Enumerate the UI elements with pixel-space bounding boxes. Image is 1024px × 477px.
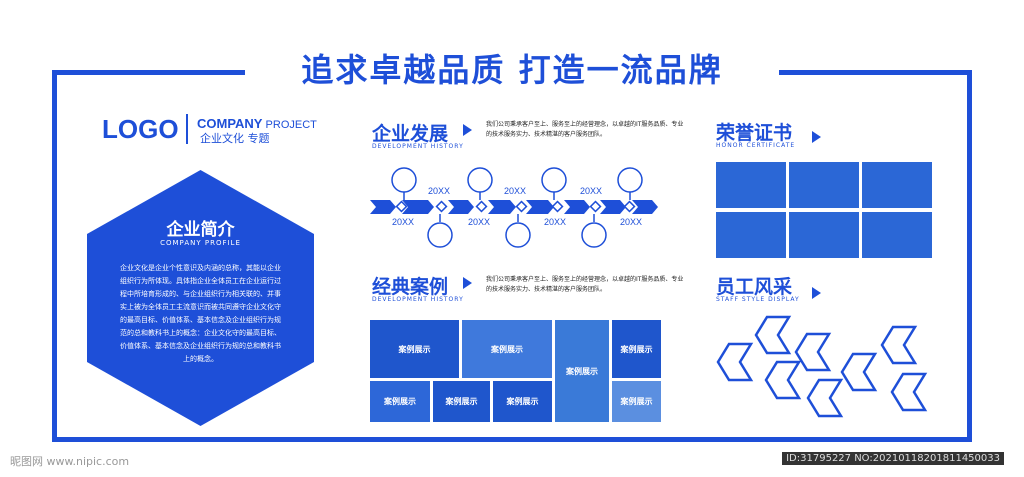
timeline-node — [623, 200, 636, 213]
timeline-arrow — [564, 200, 590, 214]
project-label: PROJECT — [262, 119, 317, 131]
timeline-circle — [617, 167, 643, 193]
timeline-node — [515, 200, 528, 213]
arrow-icon — [812, 287, 821, 299]
timeline-node — [395, 200, 408, 213]
logo-divider — [186, 114, 188, 144]
profile-subtitle: COMPANY PROFILE — [160, 239, 241, 247]
certificate-frame — [789, 162, 859, 208]
timeline-circle — [467, 167, 493, 193]
page-title: 追求卓越品质 打造一流品牌 — [245, 48, 779, 92]
company-project: COMPANY PROJECT — [197, 116, 317, 131]
timeline-node — [551, 200, 564, 213]
staff-subtitle: STAFF STYLE DISPLAY — [716, 296, 800, 303]
timeline-arrows — [370, 200, 658, 214]
staff-photo-frame — [880, 325, 918, 365]
timeline-labels: 20XX 20XX 20XX 20XX 20XX 20XX 20XX — [392, 186, 642, 227]
timeline-arrow — [402, 200, 434, 214]
certificate-frame — [862, 162, 932, 208]
cases-title: 经典案例 — [372, 276, 449, 298]
timeline-arrow — [632, 200, 658, 214]
case-tile[interactable]: 案例展示 — [612, 381, 661, 422]
staff-photo-frame — [794, 332, 832, 372]
timeline-node — [589, 200, 602, 213]
certificate-frame — [716, 162, 786, 208]
year-label: 20XX — [504, 186, 526, 196]
year-label: 20XX — [544, 217, 566, 227]
timeline-arrow — [600, 200, 626, 214]
case-tile[interactable]: 案例展示 — [493, 381, 552, 422]
certificate-frame — [862, 212, 932, 258]
profile-text: 企业文化是企业个性意识及内涵的总称，其能以企业组织行为所体现。具体指企业全体员工… — [120, 264, 281, 363]
staff-photo-frame — [890, 372, 928, 412]
staff-photo-frame — [754, 315, 792, 355]
timeline-arrow — [488, 200, 516, 214]
staff-photo-frame — [716, 342, 754, 382]
staff-photo-frame — [806, 378, 844, 418]
certificate-frame — [716, 212, 786, 258]
staff-photo-frame — [840, 352, 878, 392]
profile-title: 企业简介 — [166, 220, 235, 240]
company-label: COMPANY — [197, 116, 263, 131]
timeline-node — [435, 200, 448, 213]
development-subtitle: DEVELOPMENT HISTORY — [372, 143, 464, 150]
development-description: 我们公司秉承客户至上、服务至上的经营理念，以卓越的IT服务品质、专业的技术服务实… — [486, 121, 684, 138]
cases-subtitle: DEVELOPMENT HISTORY — [372, 296, 464, 303]
timeline-circle — [541, 167, 567, 193]
timeline-circles — [391, 167, 643, 248]
year-label: 20XX — [468, 217, 490, 227]
logo-subtitle: 企业文化 专题 — [200, 132, 270, 145]
case-tile[interactable]: 案例展示 — [370, 320, 459, 378]
timeline-node — [475, 200, 488, 213]
timeline-nodes — [395, 200, 636, 213]
certificate-frame — [789, 212, 859, 258]
case-tile[interactable]: 案例展示 — [612, 320, 661, 378]
case-tile[interactable]: 案例展示 — [370, 381, 430, 422]
cases-description: 我们公司秉承客户至上、服务至上的经营理念，以卓越的IT服务品质、专业的技术服务实… — [486, 276, 684, 293]
year-label: 20XX — [392, 217, 414, 227]
development-title: 企业发展 — [372, 123, 449, 145]
watermark-right: ID:31795227 NO:20210118201811450033 — [782, 452, 1004, 465]
arrow-icon — [463, 277, 472, 289]
case-tile[interactable]: 案例展示 — [433, 381, 490, 422]
timeline: 20XX 20XX 20XX 20XX 20XX 20XX 20XX — [370, 167, 658, 248]
case-tile[interactable]: 案例展示 — [462, 320, 552, 378]
staff-title: 员工风采 — [716, 276, 793, 298]
staff-photo-frame — [764, 360, 802, 400]
timeline-circle — [391, 167, 417, 193]
timeline-circle — [427, 222, 453, 248]
arrow-icon — [463, 124, 472, 136]
year-label: 20XX — [428, 186, 450, 196]
timeline-arrow — [526, 200, 554, 214]
staff-hexagon-gallery — [716, 315, 928, 418]
year-label: 20XX — [580, 186, 602, 196]
timeline-arrow — [448, 200, 474, 214]
logo: LOGO — [102, 114, 179, 144]
honor-subtitle: HONOR CERTIFICATE — [716, 142, 796, 149]
timeline-arrow — [370, 200, 396, 214]
year-label: 20XX — [620, 217, 642, 227]
arrow-icon — [812, 131, 821, 143]
honor-title: 荣誉证书 — [716, 122, 793, 144]
case-tile[interactable]: 案例展示 — [555, 320, 609, 422]
timeline-circle — [581, 222, 607, 248]
watermark-left: 昵图网 www.nipic.com — [10, 455, 130, 468]
timeline-circle — [505, 222, 531, 248]
